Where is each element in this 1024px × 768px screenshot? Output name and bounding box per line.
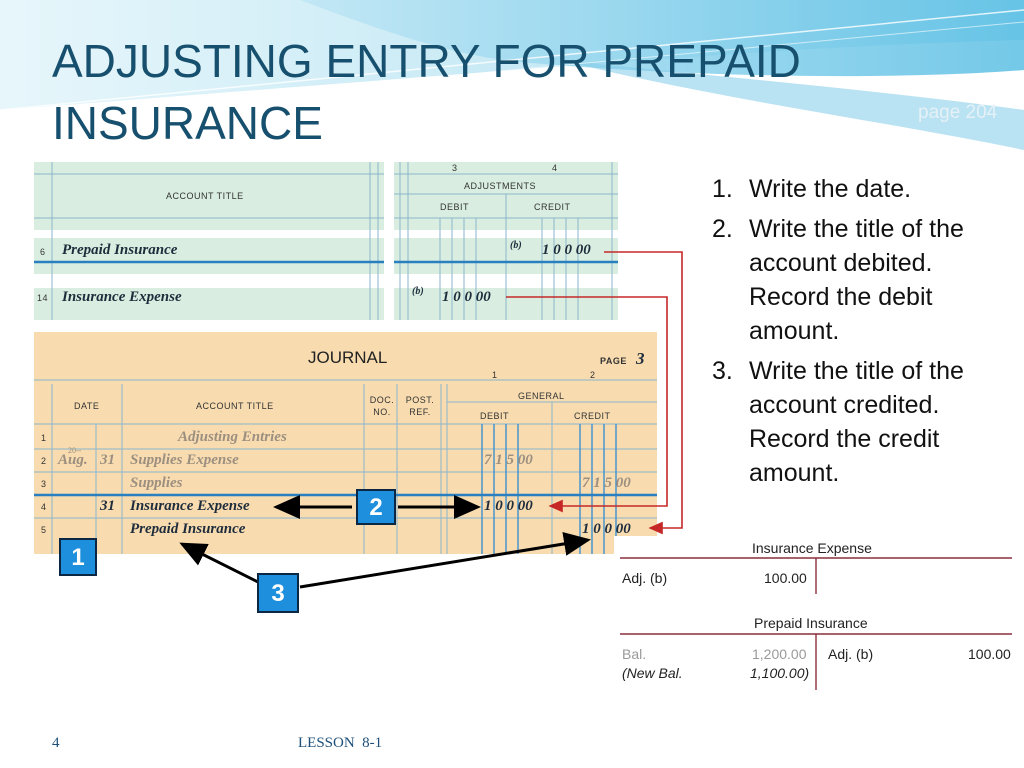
journal-col-number-1: 1: [492, 370, 498, 380]
step-item: 3. Write the title of the account credit…: [712, 354, 1012, 490]
step-badge-2: 2: [356, 489, 396, 525]
journal-date-header: DATE: [74, 401, 100, 411]
journal-post-header-line1: POST.: [405, 395, 435, 405]
step-text: Write the date.: [749, 175, 912, 203]
journal-line-number: 5: [41, 525, 47, 535]
worksheet-header-left: [34, 162, 384, 230]
journal-col-number-2: 2: [590, 370, 596, 380]
journal-account-title-header: ACCOUNT TITLE: [196, 401, 274, 411]
step-item: 1. Write the date.: [712, 172, 1012, 206]
slide-title-line-2: INSURANCE: [52, 97, 323, 149]
slide-number: 4: [52, 735, 60, 751]
step-text: Write the title of the account debited. …: [749, 215, 964, 345]
journal-day: 31: [100, 498, 115, 514]
journal-account-adjusting-entries: Adjusting Entries: [178, 429, 287, 445]
t-account-lines: [620, 557, 1012, 690]
journal-doc-header: DOC. NO.: [368, 394, 396, 418]
t-account-prepaid-newbal-amount: 1,100.00): [750, 665, 810, 681]
journal-month: Aug.: [58, 452, 88, 468]
journal-doc-header-line2: NO.: [373, 407, 391, 417]
step-item: 2. Write the title of the account debite…: [712, 212, 1012, 348]
t-account-prepaid-credit-label: Adj. (b): [828, 646, 874, 662]
journal-credit-amount: 1 0 0 00: [582, 521, 631, 537]
header-swoosh: [0, 0, 1024, 150]
step-badge-3: 3: [257, 573, 299, 613]
journal-account-prepaid-insurance: Prepaid Insurance: [130, 521, 246, 537]
worksheet-account-insurance-expense: Insurance Expense: [62, 289, 182, 305]
slide-title: ADJUSTING ENTRY FOR PREPAID INSURANCE: [52, 30, 832, 154]
journal-title: JOURNAL: [308, 348, 388, 367]
journal-general-header: GENERAL: [518, 391, 565, 401]
journal-line-number: 4: [41, 502, 47, 512]
t-account-insurance-expense-title: Insurance Expense: [752, 540, 872, 556]
journal-credit-amount: 7 1 5 00: [582, 475, 631, 491]
journal-line-number: 1: [41, 433, 47, 443]
arrow-3-left: [179, 542, 263, 586]
worksheet-row-14-left: [34, 288, 384, 320]
worksheet-credit-amount: 1 0 0 00: [542, 242, 591, 258]
journal-grid: [34, 379, 657, 554]
worksheet-col-number-4: 4: [552, 163, 558, 173]
worksheet-excerpt: 3 4 ACCOUNT TITLE ADJUSTMENTS DEBIT CRED…: [34, 160, 618, 322]
journal-debit-amount: 7 1 5 00: [484, 452, 533, 468]
journal-excerpt: JOURNAL PAGE 3 1 2 DATE ACCOUNT TITLE DO…: [34, 332, 657, 554]
journal-credit-header: CREDIT: [574, 411, 611, 421]
journal-line-number: 2: [41, 456, 47, 466]
journal-debit-amount: 1 0 0 00: [484, 498, 533, 514]
t-accounts-panel: Insurance Expense Adj. (b) 100.00 Prepai…: [614, 536, 1012, 694]
journal-year: 20--: [68, 446, 82, 455]
t-account-prepaid-bal-label: Bal.: [622, 646, 647, 662]
step-text: Write the title of the account credited.…: [749, 357, 964, 487]
worksheet-credit-header: CREDIT: [534, 202, 571, 212]
journal-account-supplies: Supplies: [130, 475, 183, 491]
worksheet-debit-amount: 1 0 0 00: [442, 289, 491, 305]
slide-title-line-1: ADJUSTING ENTRY FOR PREPAID: [52, 35, 801, 87]
step-badge-1: 1: [59, 538, 97, 576]
worksheet-adjustments-header: ADJUSTMENTS: [464, 181, 537, 191]
t-account-prepaid-credit-amount: 100.00: [968, 646, 1011, 662]
journal-debit-header: DEBIT: [480, 411, 510, 421]
steps-list: 1. Write the date. 2. Write the title of…: [712, 172, 1012, 496]
t-account-prepaid-bal-amount: 1,200.00: [752, 646, 807, 662]
journal-post-header-line2: REF.: [409, 407, 431, 417]
journal-doc-header-line1: DOC.: [369, 395, 395, 405]
worksheet-debit-header: DEBIT: [440, 202, 470, 212]
worksheet-account-prepaid-insurance: Prepaid Insurance: [62, 242, 178, 258]
t-account-insurance-expense-debit-amount: 100.00: [764, 570, 807, 586]
worksheet-ref: (b): [510, 240, 522, 251]
journal-day: 31: [100, 452, 115, 468]
journal-post-ref-header: POST. REF.: [400, 394, 440, 418]
t-account-insurance-expense-debit-label: Adj. (b): [622, 570, 668, 586]
journal-line-number: 3: [41, 479, 47, 489]
worksheet-account-title-header: ACCOUNT TITLE: [166, 191, 244, 201]
step-number: 3.: [712, 357, 733, 385]
worksheet-col-number-3: 3: [452, 163, 458, 173]
step-number: 1.: [712, 175, 733, 203]
t-account-prepaid-newbal-label: (New Bal.: [622, 665, 683, 681]
worksheet-row-6-left: [34, 238, 384, 274]
red-arrow-debit: [506, 296, 668, 513]
worksheet-line-number: 14: [37, 293, 49, 303]
journal-account-insurance-expense: Insurance Expense: [130, 498, 250, 514]
t-account-prepaid-insurance-title: Prepaid Insurance: [754, 615, 868, 631]
journal-account-supplies-expense: Supplies Expense: [130, 452, 239, 468]
journal-page-number: 3: [636, 349, 645, 368]
step-number: 2.: [712, 215, 733, 243]
page-reference: page 204: [918, 102, 998, 123]
arrow-3-right: [299, 532, 591, 589]
worksheet-grid: [34, 162, 618, 320]
red-arrow-credit: [604, 251, 683, 535]
lesson-label: LESSON 8-1: [298, 735, 383, 751]
worksheet-line-number: 6: [40, 247, 46, 257]
journal-page-label: PAGE: [600, 356, 627, 366]
worksheet-ref: (b): [412, 286, 424, 297]
